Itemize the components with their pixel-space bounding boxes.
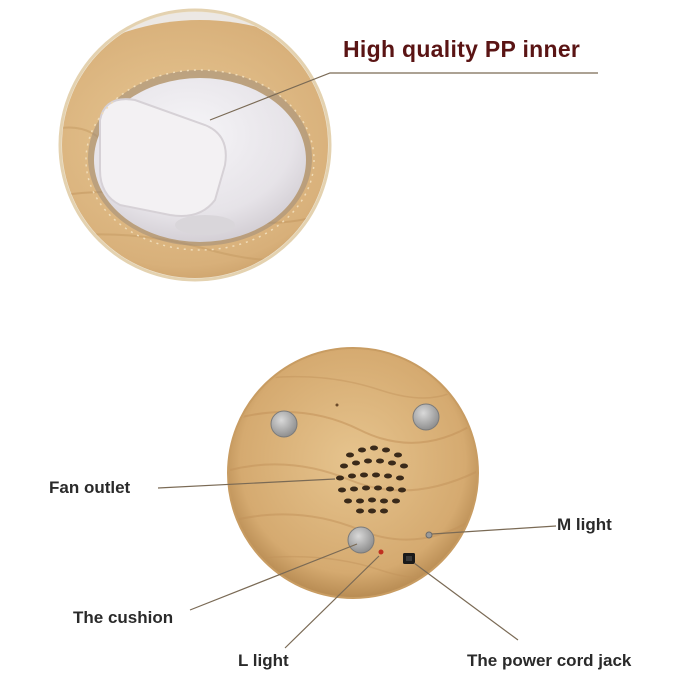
power-jack-leader-line [413, 562, 519, 641]
m-light-leader-line [431, 525, 557, 535]
m-light-label: M light [557, 515, 612, 534]
power-cord-jack-label: The power cord jack [467, 651, 632, 670]
cushion-label: The cushion [73, 608, 174, 627]
cushion-pad [347, 526, 375, 554]
cushion-leader-line [189, 543, 358, 611]
l-light-label: L light [238, 651, 289, 670]
fan-outlet-grille [336, 445, 408, 514]
cushion-pad [412, 403, 440, 431]
pp-inner-label: High quality PP inner [343, 36, 581, 62]
fan-outlet-label: Fan outlet [49, 478, 131, 497]
pp-inner-leader-line [209, 72, 598, 121]
callout-lines [157, 72, 598, 649]
l-light-indicator [378, 549, 384, 555]
pp-inner-detail-circle [58, 8, 332, 282]
fan-outlet-leader-line [157, 478, 336, 489]
base-detail-circle [227, 347, 479, 599]
cushion-pad [270, 410, 298, 438]
m-light-indicator [425, 531, 433, 539]
power-cord-jack [403, 553, 415, 564]
l-light-leader-line [284, 555, 380, 649]
